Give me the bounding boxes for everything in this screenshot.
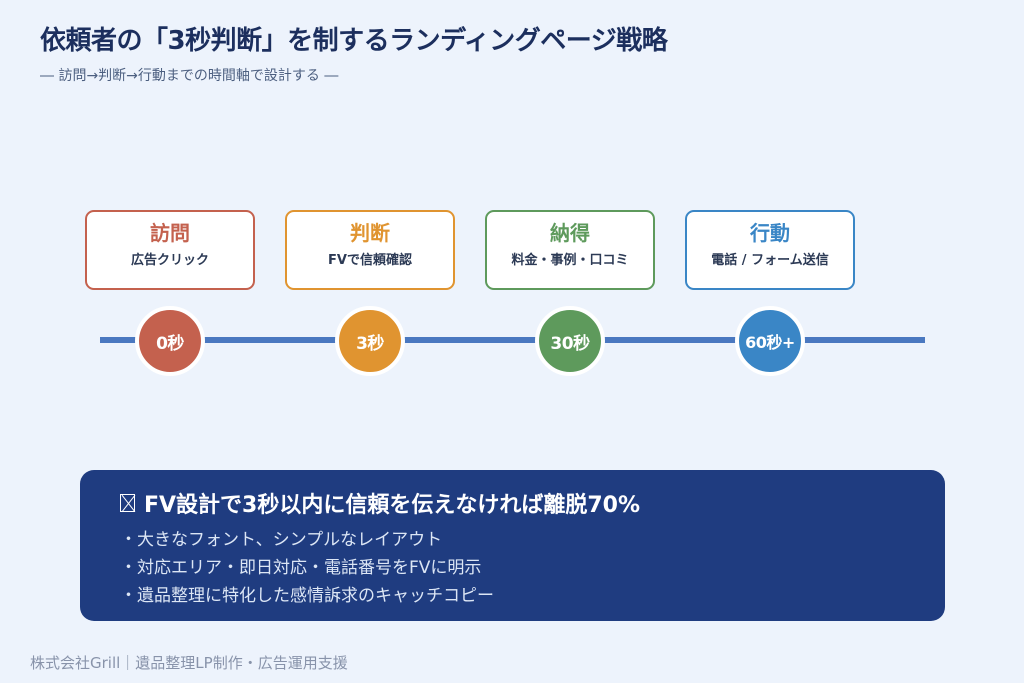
stage-desc: 料金・事例・口コミ bbox=[511, 253, 629, 268]
footer-credit: 株式会社Grill｜遺品整理LP制作・広告運用支援 bbox=[30, 654, 348, 672]
callout-bullet: ・遺品整理に特化した感情訴求のキャッチコピー bbox=[120, 586, 494, 606]
stage-label: 行動 bbox=[750, 221, 790, 245]
stage-label: 訪問 bbox=[150, 221, 190, 245]
callout-bullet-list: ・大きなフォント、シンプルなレイアウト ・対応エリア・即日対応・電話番号をFVに… bbox=[120, 526, 494, 610]
time-node-30s: 30秒 bbox=[535, 306, 605, 376]
time-node-0s: 0秒 bbox=[135, 306, 205, 376]
callout-bullet: ・対応エリア・即日対応・電話番号をFVに明示 bbox=[120, 558, 482, 578]
stage-card-action: 行動 電話 / フォーム送信 bbox=[685, 210, 855, 290]
missing-glyph-icon bbox=[120, 494, 135, 512]
stage-card-convince: 納得 料金・事例・口コミ bbox=[485, 210, 655, 290]
page-title: 依頼者の「3秒判断」を制するランディングページ戦略 bbox=[40, 26, 668, 56]
timeline-line bbox=[100, 337, 925, 343]
time-node-3s: 3秒 bbox=[335, 306, 405, 376]
stage-desc: 電話 / フォーム送信 bbox=[711, 253, 829, 268]
callout-title: FV設計で3秒以内に信頼を伝えなければ離脱70% bbox=[144, 493, 641, 518]
page-subtitle: ― 訪問→判断→行動までの時間軸で設計する ― bbox=[40, 68, 339, 84]
stage-label: 納得 bbox=[550, 221, 590, 245]
stage-label: 判断 bbox=[350, 221, 390, 245]
stage-desc: 広告クリック bbox=[130, 253, 209, 268]
stage-card-visit: 訪問 広告クリック bbox=[85, 210, 255, 290]
stage-desc: FVで信頼確認 bbox=[328, 253, 412, 268]
callout-bullet: ・大きなフォント、シンプルなレイアウト bbox=[120, 530, 443, 550]
stage-card-judge: 判断 FVで信頼確認 bbox=[285, 210, 455, 290]
callout-title-row: FV設計で3秒以内に信頼を伝えなければ離脱70% bbox=[120, 487, 640, 519]
callout-panel: FV設計で3秒以内に信頼を伝えなければ離脱70% ・大きなフォント、シンプルなレ… bbox=[80, 470, 945, 621]
time-node-60s: 60秒+ bbox=[735, 306, 805, 376]
